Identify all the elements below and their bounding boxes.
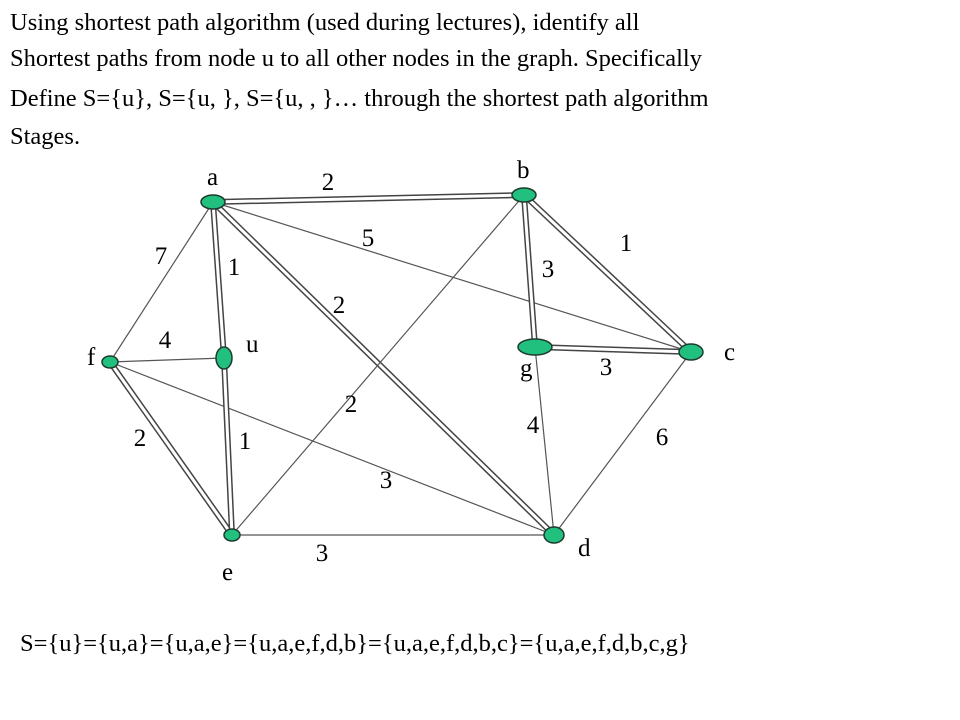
edge-weight-c-d: 6: [656, 424, 669, 451]
edge-b-c: [521, 192, 694, 355]
node-g: [517, 338, 553, 356]
edge-weight-g-d: 4: [527, 412, 540, 439]
node-label-e: e: [222, 559, 233, 586]
edge-weight-g-c: 3: [600, 354, 613, 381]
edge-b-e: [231, 194, 525, 536]
edge-a-f: [109, 201, 214, 363]
edge-u-e: [221, 357, 235, 536]
edge-f-u: [109, 357, 225, 363]
node-label-u: u: [246, 331, 259, 358]
node-e: [223, 528, 241, 542]
node-f: [101, 355, 119, 369]
edge-weight-a-u: 1: [228, 254, 241, 281]
edge-weight-a-b: 2: [322, 169, 335, 196]
edge-a-d: [210, 199, 557, 538]
edge-a-u: [210, 201, 227, 359]
edge-weight-b-e: 2: [345, 391, 358, 418]
node-d: [543, 526, 565, 544]
edge-a-c: [212, 201, 692, 353]
question-line-3: Define S={u}, S={u, }, S={u, , }… throug…: [10, 85, 709, 112]
edge-g-d: [534, 346, 555, 536]
node-a: [200, 194, 226, 210]
node-c: [678, 343, 704, 361]
edge-weight-u-e: 1: [239, 428, 252, 455]
edge-f-d: [109, 361, 555, 536]
edge-c-d: [553, 351, 692, 536]
edge-weight-a-d: 2: [333, 292, 346, 319]
question-line-1: Using shortest path algorithm (used duri…: [10, 9, 640, 36]
edge-weight-b-c: 1: [620, 230, 633, 257]
node-label-f: f: [87, 344, 96, 371]
node-u: [215, 346, 233, 370]
answer-sequence: S={u}={u,a}={u,a,e}={u,a,e,f,d,b}={u,a,e…: [20, 630, 690, 657]
question-line-2: Shortest paths from node u to all other …: [10, 45, 702, 72]
node-label-b: b: [517, 157, 530, 184]
edge-weight-b-g: 3: [542, 256, 555, 283]
node-label-a: a: [207, 164, 218, 191]
edge-f-e: [107, 360, 235, 537]
edge-weight-a-f: 7: [155, 243, 168, 270]
question-line-4: Stages.: [10, 123, 81, 150]
edge-b-g: [521, 194, 538, 348]
node-label-d: d: [578, 535, 591, 562]
edge-g-c: [534, 344, 692, 355]
edge-weight-f-d: 3: [380, 467, 393, 494]
edge-weight-f-u: 4: [159, 327, 172, 354]
edge-weight-e-d: 3: [316, 540, 329, 567]
edge-a-b: [212, 192, 525, 205]
edge-weight-a-c: 5: [362, 225, 375, 252]
node-label-g: g: [520, 355, 533, 382]
node-b: [511, 187, 537, 203]
node-label-c: c: [724, 339, 735, 366]
edge-weight-f-e: 2: [134, 425, 147, 452]
